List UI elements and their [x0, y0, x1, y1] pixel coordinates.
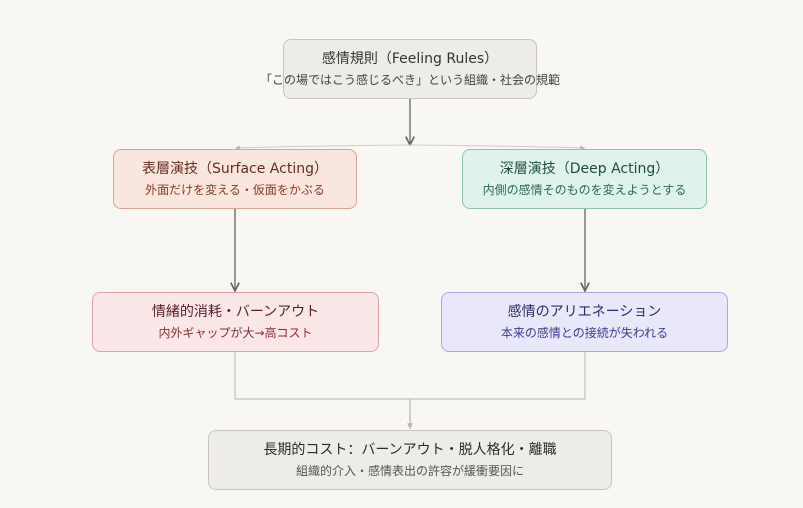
node-subtitle: 「この場ではこう感じるべき」という組織・社会の規範 [260, 73, 561, 87]
node-title: 長期的コスト：バーンアウト・脱人格化・離職 [263, 442, 557, 458]
node-subtitle: 内側の感情そのものを変えようとする [482, 183, 687, 197]
node-emotional-exhaustion: 情緒的消耗・バーンアウト 内外ギャップが大→高コスト [92, 292, 379, 352]
node-long-term-cost: 長期的コスト：バーンアウト・脱人格化・離職 組織的介入・感情表出の許容が緩衝要因… [208, 430, 612, 490]
node-title: 感情規則（Feeling Rules） [321, 51, 499, 67]
node-title: 表層演技（Surface Acting） [142, 161, 328, 177]
node-subtitle: 組織的介入・感情表出の許容が緩衝要因に [295, 464, 524, 478]
node-subtitle: 外面だけを変える・仮面をかぶる [145, 183, 325, 197]
node-deep-acting: 深層演技（Deep Acting） 内側の感情そのものを変えようとする [462, 149, 707, 209]
edge-alienation-merge [410, 352, 586, 400]
node-title: 深層演技（Deep Acting） [499, 161, 670, 177]
node-subtitle: 本来の感情との接続が失われる [500, 326, 669, 340]
node-subtitle: 内外ギャップが大→高コスト [158, 326, 313, 340]
edge-rules-to-surface [234, 144, 411, 151]
node-title: 情緒的消耗・バーンアウト [151, 304, 320, 320]
node-emotional-alienation: 感情のアリエネーション 本来の感情との接続が失われる [441, 292, 728, 352]
edge-rules-to-deep [409, 144, 586, 151]
edge-exhaustion-merge [234, 352, 410, 400]
node-surface-acting: 表層演技（Surface Acting） 外面だけを変える・仮面をかぶる [113, 149, 357, 209]
node-title: 感情のアリエネーション [507, 304, 662, 320]
node-feeling-rules: 感情規則（Feeling Rules） 「この場ではこう感じるべき」という組織・… [260, 39, 560, 99]
